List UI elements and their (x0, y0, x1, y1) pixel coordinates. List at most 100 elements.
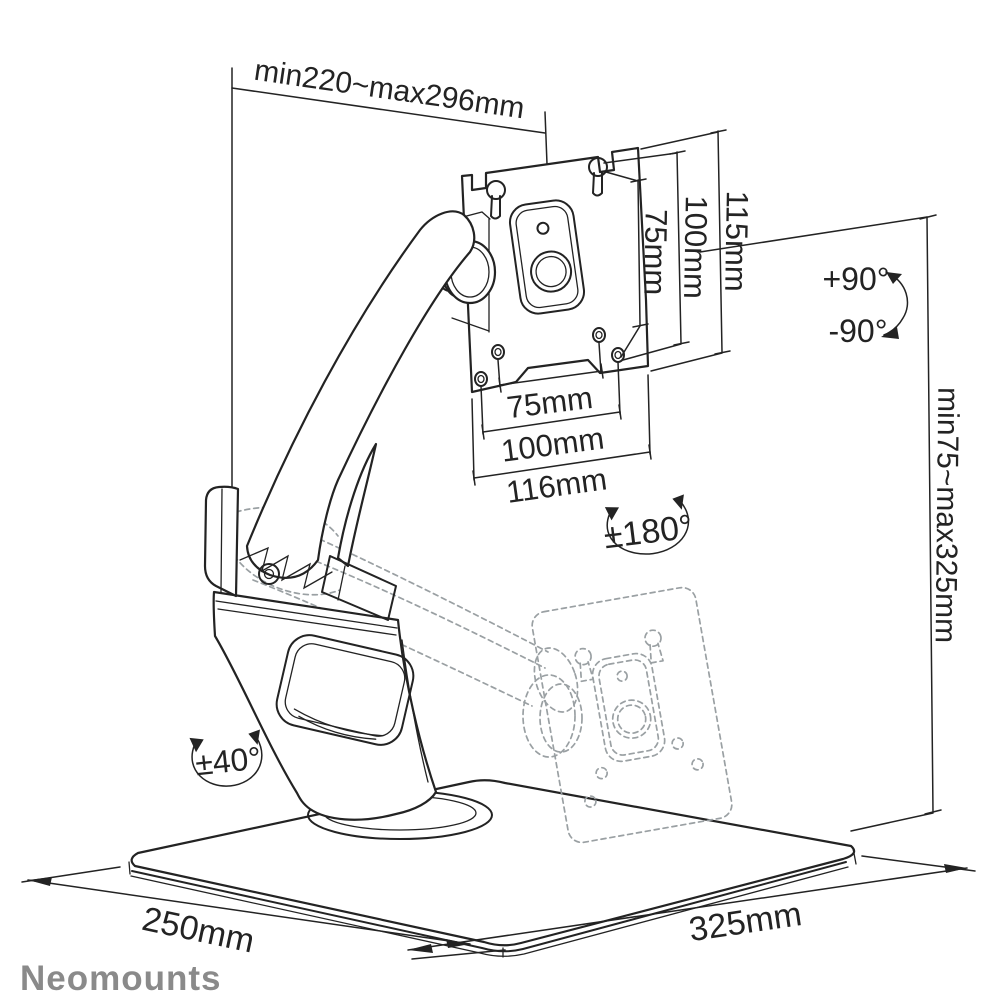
head-bracket-bottom (451, 317, 490, 332)
dim-v100-tick-bottom (673, 341, 690, 346)
dim-h116-line (473, 451, 651, 479)
annotation-swivel: ±180° (602, 494, 695, 557)
dim-v75-leader-top (605, 171, 639, 182)
ghost-hole-3 (671, 737, 684, 750)
base-rotate-label: ±40° (193, 740, 262, 783)
column-body (212, 590, 438, 821)
hinge-clamp-plate-line (337, 565, 346, 601)
boss-big-hole-rim (535, 255, 567, 288)
dim-v100-leader-top (603, 152, 678, 164)
dim-h116-tick-left (472, 470, 476, 486)
dim-width-arrow-right (944, 864, 967, 873)
keyhole-right-slot (592, 172, 603, 197)
dim-h75-tick-right (600, 363, 604, 379)
dim-width-line (407, 867, 968, 951)
hinge-clamp-teeth (239, 546, 333, 590)
dim-v115-leader-top (640, 131, 719, 150)
ghost-head-ring-inner (539, 683, 583, 753)
dim-h116-tick-right (648, 444, 652, 460)
dim-depth-arrow-right (446, 939, 470, 948)
dim-v115-tick-top (710, 129, 727, 134)
dim-depth-label: 250mm (139, 900, 258, 961)
dim-v75-line (637, 179, 641, 326)
boss-big-hole (530, 250, 573, 293)
tilt-arrow-head-up (886, 272, 902, 284)
ghost-arm-end-cap (533, 647, 579, 713)
hole-ml-rim (494, 347, 502, 357)
dim-v100-leader-bottom (622, 343, 682, 361)
dim-arm-reach-line (231, 87, 546, 134)
swivel-label: ±180° (602, 508, 695, 557)
dim-height-leader-bottom (850, 812, 934, 832)
tilt-arrow-head-down (881, 327, 899, 339)
dim-v115-leader-bottom (650, 352, 723, 372)
base-corner-left-thickness (128, 861, 131, 875)
keyhole-left (486, 180, 506, 200)
swivel-arrow-left (604, 507, 620, 521)
dim-height-range: min75~max325mm (699, 214, 965, 832)
dim-v100-label: 100mm (677, 195, 714, 299)
dim-depth-line (27, 879, 471, 945)
hinge-clamp-plate (321, 555, 397, 621)
dim-v75-tick-bottom (632, 323, 649, 328)
dim-h116-label: 116mm (504, 461, 609, 510)
ghost-vesa-plate (531, 586, 733, 844)
dim-vesa-vertical: 75mm 100mm 115mm (603, 129, 755, 372)
tilt-down-label: -90° (828, 313, 887, 349)
ghost-vesa-outline (531, 586, 733, 844)
base-rotate-arc (191, 737, 263, 787)
base-plate (128, 779, 857, 958)
dim-h75-ext-right (598, 342, 602, 374)
ghost-boss-inner (598, 659, 660, 756)
dim-h100-tick-right (618, 404, 622, 420)
keyhole-right (588, 157, 608, 177)
swivel-arc (606, 501, 690, 555)
column-cutout (275, 634, 415, 746)
ghost-head-ring-outer (522, 674, 576, 758)
dim-height-label: min75~max325mm (929, 387, 965, 643)
column-seat-line-1 (215, 600, 398, 629)
dim-h75-line (499, 370, 603, 386)
dim-depth-ext-front (411, 949, 506, 960)
swivel-arrow-right (672, 494, 684, 510)
arm (245, 210, 476, 579)
ghost-keyhole-right (644, 629, 662, 648)
column-inner-edge (401, 639, 429, 783)
dim-v75-tick-top (630, 178, 647, 183)
ghost-hole-4 (691, 758, 704, 771)
dim-height-line (926, 216, 934, 813)
boss-outer (508, 199, 586, 315)
column-riser (212, 590, 438, 821)
dim-h116-ext-right (647, 374, 651, 455)
arm-body (245, 210, 476, 579)
dim-arm-reach-label: min220~max296mm (252, 54, 527, 126)
dim-v115-tick-bottom (714, 350, 731, 355)
dim-height-tick-top (919, 214, 937, 220)
vesa-center-boss (508, 199, 586, 315)
dim-v100-tick-top (669, 150, 686, 155)
cutout-outer (275, 634, 415, 746)
dim-v100-line (676, 151, 682, 344)
vesa-plate (460, 146, 650, 394)
hole-bl-rim (477, 374, 485, 384)
hinge-back-bracket-edge (220, 488, 223, 593)
boss-small-hole (536, 221, 550, 235)
ghost-keyhole-left-slot (579, 660, 595, 683)
keyhole-left-slot (490, 195, 501, 220)
base-rotate-arrow-left (189, 737, 204, 753)
dim-width-label: 325mm (687, 895, 805, 949)
ghost-boss-small-hole (616, 670, 628, 682)
hole-mr (592, 327, 606, 343)
hinge-pin-nut (258, 563, 280, 585)
dim-v75-leader-bottom (620, 325, 641, 358)
column-seat-line-2 (217, 608, 397, 636)
base-rotate-arrow-right (248, 729, 260, 745)
hole-ml (491, 344, 505, 360)
dim-v75-label: 75mm (637, 209, 673, 296)
hole-mr-rim (595, 330, 603, 340)
ghost-hole-2 (595, 766, 608, 780)
brand-logo: Neomounts (20, 959, 222, 998)
dim-v115-line (717, 130, 723, 353)
dim-height-leader-top (699, 216, 928, 253)
